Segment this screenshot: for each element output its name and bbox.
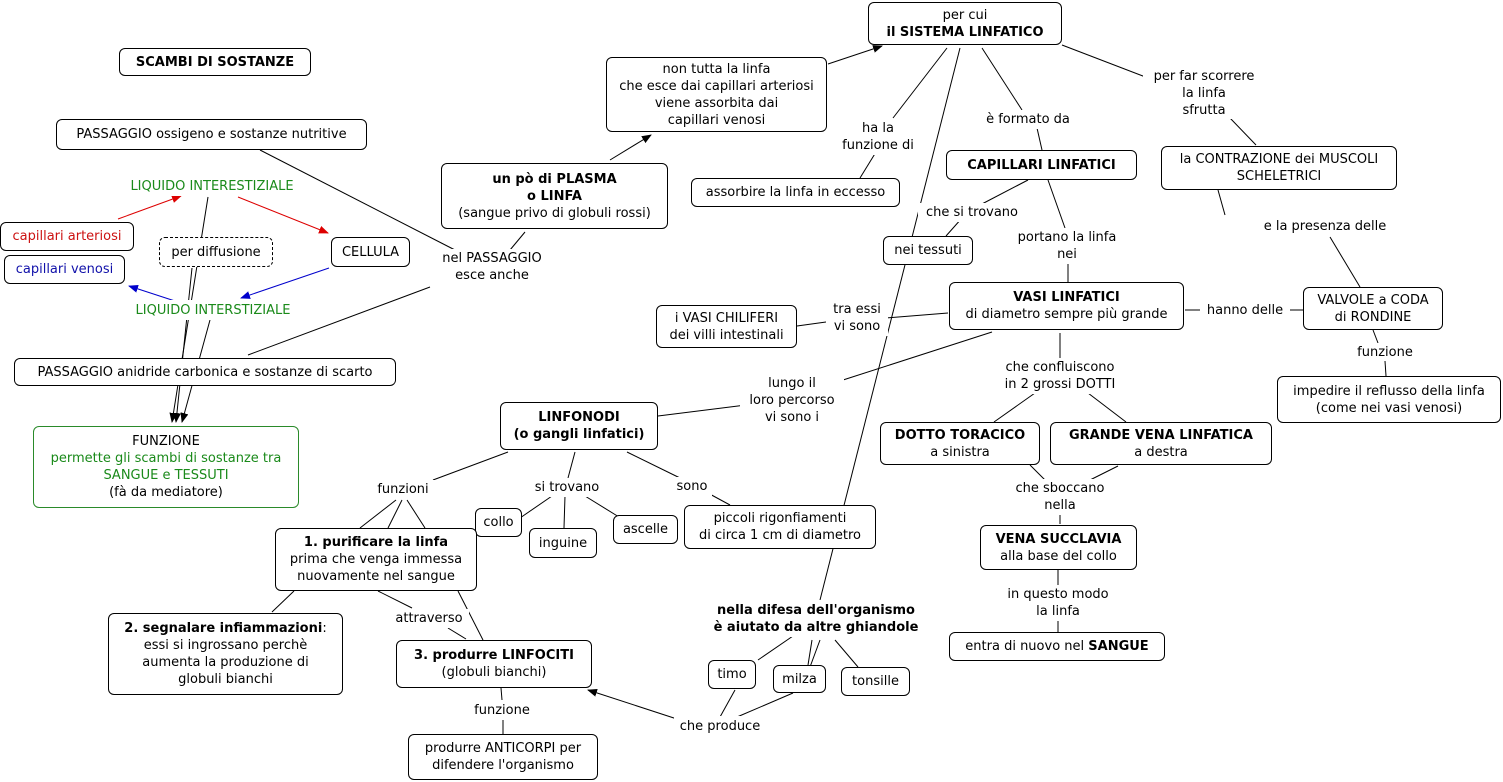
collo-node: collo (475, 508, 522, 537)
nel-passaggio-label: nel PASSAGGIO esce anche (432, 249, 552, 285)
capillari-arteriosi-node: capillari arteriosi (0, 222, 134, 251)
sono-label: sono (672, 477, 712, 496)
title-text: SCAMBI DI SOSTANZE (135, 54, 295, 70)
formato-da-label: è formato da (976, 110, 1080, 129)
assorbire-linfa-node: assorbire la linfa in eccesso (691, 178, 900, 207)
che-produce-label: che produce (674, 716, 766, 736)
in-questo-modo-label: in questo modo la linfa (998, 585, 1118, 621)
che-si-trovano-label: che si trovano (918, 203, 1026, 222)
inguine-node: inguine (529, 528, 597, 558)
vena-succlavia-node: VENA SUCCLAVIA alla base del collo (980, 525, 1137, 570)
anticorpi-node: produrre ANTICORPI per difendere l'organ… (408, 734, 598, 780)
tra-essi-label: tra essi vi sono (826, 300, 888, 336)
nei-tessuti-node: nei tessuti (883, 236, 973, 265)
funzione-linfociti-label: funzione (466, 701, 538, 720)
attraverso-label: attraverso (389, 609, 469, 628)
ha-la-funzione-label: ha la funzione di (832, 119, 924, 155)
funzioni-label: funzioni (370, 480, 436, 499)
title-node: SCAMBI DI SOSTANZE (119, 48, 311, 76)
segnalare-infiammazioni-node: 2. segnalare infiammazioni: essi si ingr… (108, 613, 343, 695)
liquido-interstiziale-bottom: LIQUIDO INTERSTIZIALE (121, 300, 305, 320)
passaggio-anidride-node: PASSAGGIO anidride carbonica e sostanze … (14, 358, 396, 386)
timo-node: timo (708, 660, 756, 689)
impedire-reflusso-node: impedire il reflusso della linfa (come n… (1277, 376, 1501, 423)
grande-vena-node: GRANDE VENA LINFATICA a destra (1050, 422, 1272, 465)
capillari-linfatici-node: CAPILLARI LINFATICI (946, 150, 1137, 180)
linfonodi-node: LINFONODI (o gangli linfatici) (500, 402, 658, 450)
lungo-percorso-label: lungo il loro percorso vi sono i (740, 374, 844, 426)
far-scorrere-label: per far scorrere la linfa sfrutta (1143, 67, 1265, 119)
valvole-node: VALVOLE a CODA di RONDINE (1303, 287, 1443, 330)
tonsille-node: tonsille (841, 667, 910, 696)
presenza-delle-label: e la presenza delle (1253, 216, 1397, 236)
liquido-interestiziale-top: LIQUIDO INTERESTIZIALE (115, 176, 309, 196)
hanno-delle-label: hanno delle (1200, 301, 1290, 320)
sboccano-label: che sboccano nella (1005, 479, 1115, 515)
funzione-valvole-label: funzione (1352, 343, 1418, 361)
funzione-liquido-node: FUNZIONE permette gli scambi di sostanze… (33, 426, 299, 508)
non-tutta-linfa-node: non tutta la linfa che esce dai capillar… (606, 57, 827, 132)
confluiscono-label: che confluiscono in 2 grossi DOTTI (990, 358, 1130, 394)
milza-node: milza (773, 665, 826, 693)
vasi-chiliferi-node: i VASI CHILIFERI dei villi intestinali (656, 305, 797, 348)
capillari-venosi-node: capillari venosi (4, 255, 125, 284)
sistema-linfatico-node: per cui il SISTEMA LINFATICO (868, 2, 1062, 45)
passaggio-ossigeno-node: PASSAGGIO ossigeno e sostanze nutritive (56, 119, 367, 150)
passaggio-ossigeno-text: PASSAGGIO ossigeno e sostanze nutritive (76, 127, 347, 142)
difesa-organismo-label: nella difesa dell'organismo è aiutato da… (700, 600, 932, 637)
dotto-toracico-node: DOTTO TORACICO a sinistra (880, 422, 1040, 465)
cellula-node: CELLULA (331, 237, 410, 267)
produrre-linfociti-node: 3. produrre LINFOCITI (globuli bianchi) (396, 640, 592, 688)
entra-sangue-node: entra di nuovo nel SANGUE (949, 632, 1165, 661)
vasi-linfatici-node: VASI LINFATICI di diametro sempre più gr… (949, 282, 1184, 330)
si-trovano-label: si trovano (527, 478, 607, 497)
ascelle-node: ascelle (613, 515, 678, 544)
purificare-linfa-node: 1. purificare la linfa prima che venga i… (275, 528, 477, 591)
rigonfiamenti-node: piccoli rigonfiamenti di circa 1 cm di d… (684, 505, 876, 549)
per-diffusione-node: per diffusione (159, 237, 273, 267)
contrazione-muscoli-node: la CONTRAZIONE dei MUSCOLI SCHELETRICI (1161, 146, 1397, 190)
portano-linfa-label: portano la linfa nei (1008, 228, 1126, 264)
plasma-node: un pò di PLASMA o LINFA (sangue privo di… (441, 163, 668, 229)
